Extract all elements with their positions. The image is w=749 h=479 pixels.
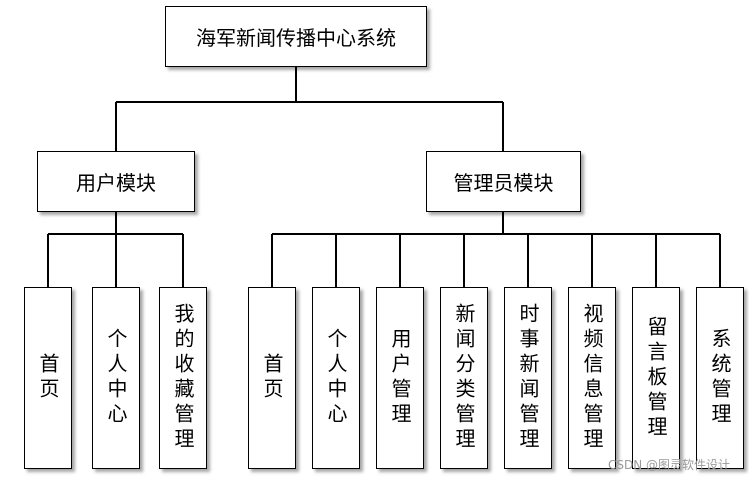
user-child-personal-center: 个人中心: [92, 287, 140, 469]
user-child-favorites-management: 我的收藏管理: [159, 287, 207, 469]
admin-child-home: 首页: [248, 287, 296, 469]
watermark: CSDN @图灵软件设计: [608, 458, 731, 472]
admin-child-user-management: 用户管理: [376, 287, 424, 469]
admin-child-personal-center: 个人中心: [312, 287, 360, 469]
admin-child-message-board-management: 留言板管理: [632, 287, 680, 469]
root-node: 海军新闻传播中心系统: [165, 6, 427, 67]
admin-child-system-management: 系统管理: [696, 287, 744, 469]
user-child-home: 首页: [24, 287, 72, 469]
admin-module-node: 管理员模块: [426, 151, 581, 212]
admin-child-video-info-management: 视频信息管理: [568, 287, 616, 469]
admin-child-news-category-management: 新闻分类管理: [440, 287, 488, 469]
user-module-node: 用户模块: [37, 151, 195, 212]
admin-child-current-news-management: 时事新闻管理: [504, 287, 552, 469]
